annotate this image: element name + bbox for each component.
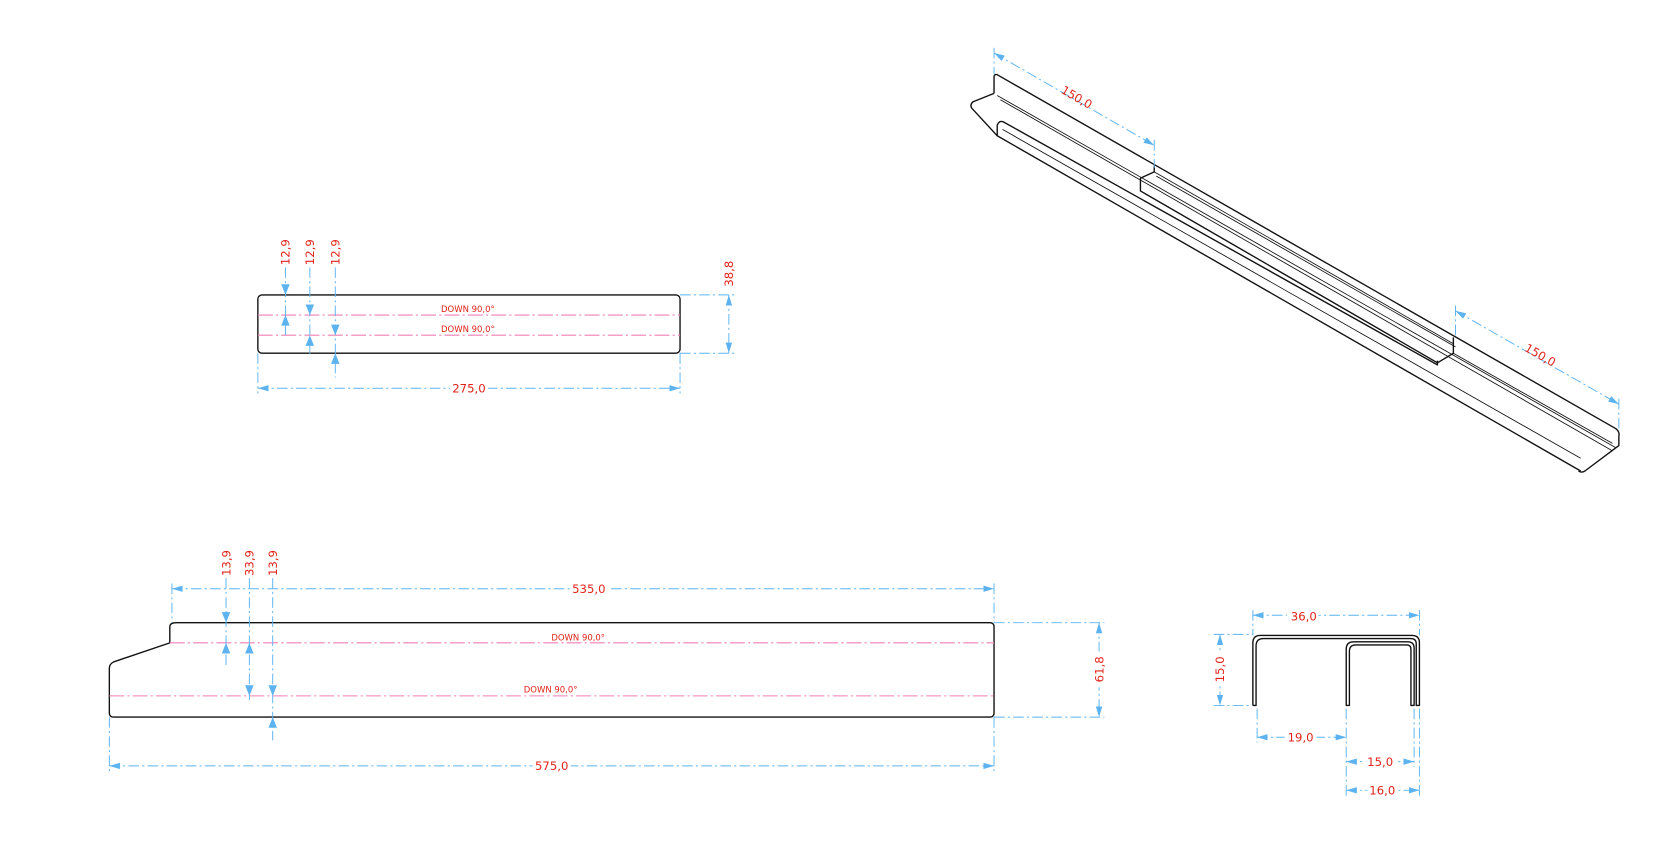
dim-label: 150,0 — [1059, 83, 1095, 112]
dim-label: 12,9 — [303, 239, 317, 265]
dimension-height: 61,8 — [994, 622, 1108, 718]
dimension-length: 275,0 — [257, 353, 681, 395]
part-outline — [108, 621, 995, 718]
dim-label: 13,9 — [266, 550, 280, 576]
dim-label: 150,0 — [1522, 341, 1558, 370]
dimension-13-9-b: 13,9 — [266, 550, 280, 741]
dimension-150-b: 150,0 — [1455, 305, 1620, 429]
dim-label: 15,0 — [1213, 656, 1227, 682]
cross-section-view: 36,0 15,0 19,0 15,0 16,0 — [1211, 607, 1421, 798]
dim-label: 33,9 — [243, 550, 257, 576]
dim-label: 19,0 — [1288, 730, 1314, 744]
dim-label: 15,0 — [1367, 755, 1393, 769]
dimension-33-9: 33,9 — [243, 550, 257, 701]
dimension-width: 36,0 — [1252, 607, 1420, 636]
dimension-right-2: 16,0 — [1346, 708, 1420, 798]
dim-label: 61,8 — [1092, 656, 1106, 682]
isometric-view: 150,0 150,0 — [970, 47, 1620, 473]
dim-label: 535,0 — [572, 582, 605, 596]
dim-label: 575,0 — [535, 759, 568, 773]
dim-label: 38,8 — [722, 261, 736, 287]
dimension-13-9-a: 13,9 — [219, 550, 233, 669]
dim-label: 36,0 — [1291, 610, 1317, 624]
dimension-height: 38,8 — [680, 261, 736, 354]
dim-label: 12,9 — [279, 239, 293, 265]
bend-label: DOWN 90,0° — [441, 324, 495, 334]
dimension-inner: 19,0 — [1256, 708, 1347, 796]
dimension-12-9-b: 12,9 — [303, 239, 317, 358]
flat-pattern-small: DOWN 90,0° DOWN 90,0° 12,9 12,9 12,9 38,… — [257, 239, 736, 395]
flat-pattern-large: DOWN 90,0° DOWN 90,0° 13,9 33,9 13,9 535… — [108, 550, 1108, 773]
dimension-top-length: 535,0 — [171, 580, 995, 623]
dimension-12-9-a: 12,9 — [279, 239, 293, 336]
dim-label: 275,0 — [452, 381, 485, 395]
dimension-12-9-c: 12,9 — [329, 239, 343, 378]
dimension-height: 15,0 — [1211, 633, 1253, 706]
bend-label: DOWN 90,0° — [551, 633, 605, 643]
dim-label: 13,9 — [219, 550, 233, 576]
part-outline — [257, 294, 681, 354]
dimension-right-1: 15,0 — [1346, 708, 1415, 770]
dimension-length: 575,0 — [108, 717, 995, 773]
bend-label: DOWN 90,0° — [524, 685, 578, 695]
dim-label: 16,0 — [1369, 784, 1395, 798]
bend-label: DOWN 90,0° — [441, 304, 495, 314]
dim-label: 12,9 — [329, 239, 343, 265]
